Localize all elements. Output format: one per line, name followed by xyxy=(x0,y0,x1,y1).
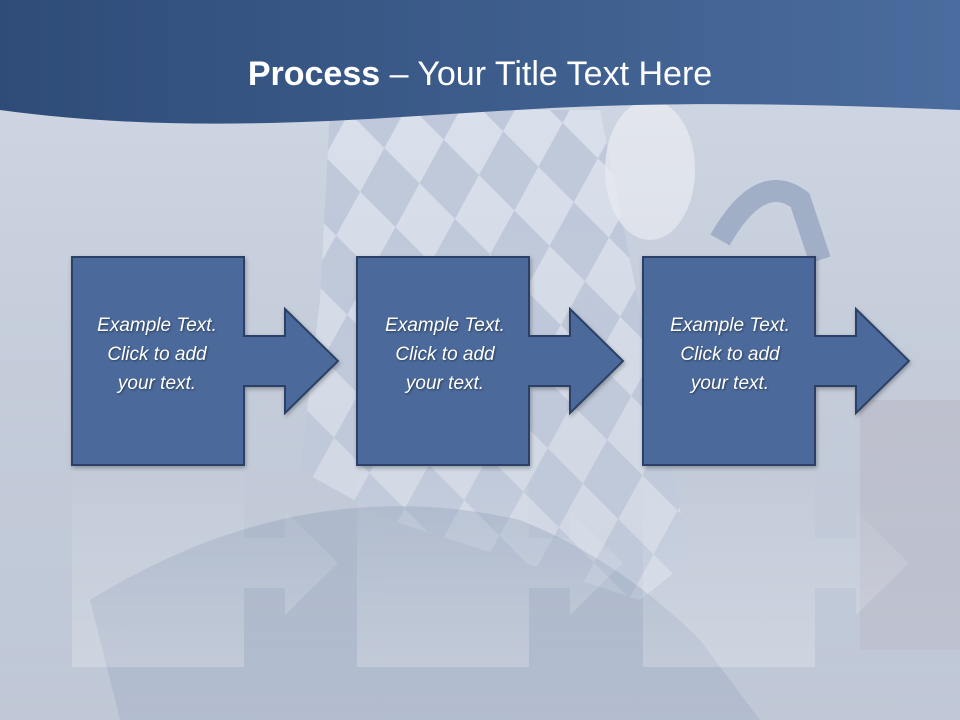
step-1-reflection xyxy=(72,459,338,667)
step-3-reflection xyxy=(643,459,909,667)
step-2-line-2: Click to add xyxy=(395,344,495,365)
step-3-text[interactable]: Example Text. Click to add your text. xyxy=(643,311,817,398)
process-step-3[interactable] xyxy=(642,256,911,667)
step-1-line-3: your text. xyxy=(117,373,197,394)
step-2-line-1: Example Text. xyxy=(385,315,505,336)
step-3-line-3: your text. xyxy=(690,373,770,394)
process-step-1[interactable] xyxy=(71,256,340,667)
step-1-line-2: Click to add xyxy=(107,344,207,365)
step-1-line-1: Example Text. xyxy=(97,315,217,336)
step-2-reflection xyxy=(357,459,623,667)
slide-title[interactable]: Process – Your Title Text Here xyxy=(0,52,960,96)
title-rest: – Your Title Text Here xyxy=(380,55,713,93)
header-band xyxy=(0,0,960,124)
step-3-line-1: Example Text. xyxy=(670,315,790,336)
step-2-line-3: your text. xyxy=(405,373,485,394)
title-bold: Process xyxy=(247,55,381,93)
step-3-line-2: Click to add xyxy=(680,344,780,365)
step-1-text[interactable]: Example Text. Click to add your text. xyxy=(70,311,244,398)
step-2-text[interactable]: Example Text. Click to add your text. xyxy=(358,311,532,398)
process-step-2[interactable] xyxy=(356,256,625,667)
